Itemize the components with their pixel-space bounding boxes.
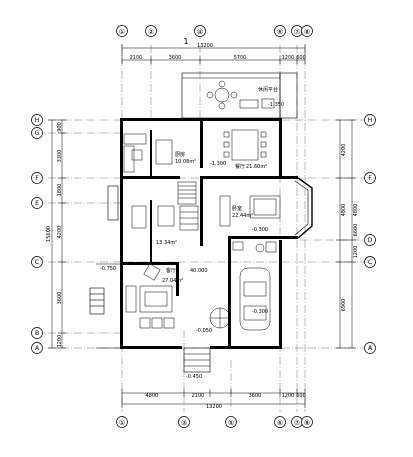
- bedroom-level: -0.300: [252, 227, 268, 233]
- bottom-dim-4: 1200: [282, 393, 295, 399]
- bedroom-label: 卧室: [232, 205, 242, 212]
- bottom-axis-7: ⑦: [294, 419, 300, 427]
- entry-level: -0.450: [186, 374, 202, 380]
- dining-label: 餐厅: [235, 163, 245, 170]
- bottom-axis-8: ⑧: [304, 419, 310, 427]
- bottom-dimension-chain: 4800 2100 3600 1200 600 13200: [121, 389, 306, 410]
- right-dimension-chain: 4200 4800 6900 4800 1200 6600: [336, 119, 359, 349]
- garage-level: -0.300: [252, 309, 268, 315]
- right-outer-dim-2: 4800: [341, 204, 347, 217]
- dining-area: 21.60m²: [246, 164, 267, 170]
- bottom-axis-bubbles: ① ③ ⑤ ⑥ ⑦ ⑧: [116, 416, 313, 428]
- bathroom: [232, 241, 277, 253]
- living-room: 客厅 27.04m² -0.750: [100, 263, 183, 329]
- bottom-dim-2: 2100: [192, 393, 205, 399]
- top-axis-bubbles: ① ② ④ ⑥ ⑦ ⑧: [116, 25, 313, 37]
- left-dim-6: 1200: [57, 335, 63, 348]
- top-axis-7: ⑦: [294, 28, 300, 36]
- west-steps: [89, 185, 119, 315]
- right-outer-dim-1: 4200: [341, 144, 347, 157]
- left-axis-b: B: [35, 330, 39, 337]
- section-marker: 1: [183, 37, 188, 46]
- bottom-dim-3: 3600: [249, 393, 262, 399]
- entry-steps: -0.450: [183, 347, 211, 380]
- kitchen-label: 厨房: [175, 151, 185, 158]
- top-dim-2: 3600: [169, 55, 182, 61]
- top-dim-1: 2100: [130, 55, 143, 61]
- bottom-axis-3: ③: [181, 419, 187, 427]
- bottom-axis-6: ⑥: [277, 419, 283, 427]
- top-dim-4: 1200: [282, 55, 295, 61]
- left-dim-4: 4200: [57, 226, 63, 239]
- kitchen: 厨房 10.08m²: [123, 133, 196, 173]
- left-dim-2: 3300: [57, 150, 63, 163]
- exterior-walls: [120, 118, 298, 349]
- terrace-level: -1.350: [268, 102, 284, 108]
- left-dim-5: 3600: [57, 292, 63, 305]
- top-overall-dim: 13200: [197, 43, 213, 49]
- right-inner-dim-2: 1200: [353, 246, 359, 259]
- right-outer-dim-3: 6900: [341, 299, 347, 312]
- right-axis-h: H: [368, 117, 373, 124]
- bedroom: 卧室 22.44m² -0.300: [219, 195, 281, 233]
- top-axis-2: ②: [148, 28, 154, 36]
- top-axis-8: ⑧: [304, 28, 310, 36]
- right-axis-c: C: [368, 259, 372, 266]
- bottom-dim-5: 600: [296, 393, 306, 399]
- left-axis-h: H: [35, 117, 40, 124]
- left-dimension-chain: 15600 900 3300 1800 4200 3600 1200: [46, 119, 66, 349]
- top-axis-6: ⑥: [277, 28, 283, 36]
- right-axis-bubbles: H F D C A: [364, 114, 376, 354]
- right-axis-f: F: [368, 175, 372, 182]
- left-axis-e: E: [35, 200, 39, 207]
- left-axis-c: C: [35, 259, 39, 266]
- right-inner-dim-1: 4800: [353, 204, 359, 217]
- left-dim-3: 1800: [57, 184, 63, 197]
- spiral-stair: -0.050: [196, 307, 231, 334]
- top-axis-1: ①: [119, 28, 125, 36]
- top-axis-4: ④: [197, 28, 203, 36]
- landscape: [96, 263, 120, 349]
- kitchen-area: 10.08m²: [175, 159, 196, 165]
- left-overall-dim: 15600: [46, 226, 52, 242]
- left-dim-1: 900: [57, 122, 63, 132]
- interior-walls: [120, 118, 282, 348]
- bedroom-area: 22.44m²: [232, 213, 253, 219]
- garage: 40.000 -0.300: [190, 267, 271, 331]
- living-area: 27.04m²: [162, 278, 183, 284]
- bottom-axis-5: ⑤: [228, 419, 234, 427]
- left-axis-g: G: [35, 130, 40, 137]
- top-dim-5: 600: [296, 55, 306, 61]
- left-axis-a: A: [35, 345, 40, 352]
- terrace: 休闲平台 -1.350: [181, 72, 298, 119]
- dining-room: 餐厅 21.60m² -1.300: [210, 129, 267, 170]
- hall-stair: 13.34m²: [131, 181, 199, 246]
- terrace-label: 休闲平台: [258, 86, 278, 93]
- right-axis-d: D: [368, 237, 373, 244]
- stair-level: -0.050: [196, 328, 212, 334]
- right-inner-dim-3: 6600: [353, 224, 359, 237]
- bottom-axis-1: ①: [119, 419, 125, 427]
- axis-grid: [48, 45, 370, 412]
- living-label: 客厅: [166, 267, 176, 274]
- kitchen-level: -1.300: [210, 161, 226, 167]
- living-west-level: -0.750: [100, 266, 116, 272]
- right-axis-a: A: [368, 345, 373, 352]
- bottom-dim-1: 4800: [146, 393, 159, 399]
- left-axis-bubbles: H G F E C B A: [31, 114, 43, 354]
- left-axis-f: F: [35, 175, 39, 182]
- top-dimension-chain: 13200 2100 3600 5700 1200 600 1: [121, 37, 306, 64]
- top-dim-3: 5700: [234, 55, 247, 61]
- bay-window: [294, 177, 313, 239]
- bottom-overall-dim: 13200: [206, 404, 222, 410]
- hall-area: 13.34m²: [156, 240, 177, 246]
- garage-area: 40.000: [190, 268, 208, 274]
